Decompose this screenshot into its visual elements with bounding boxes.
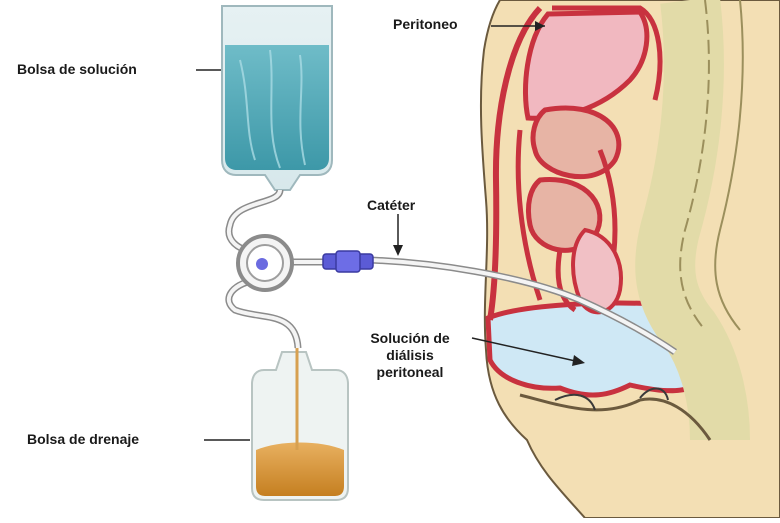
label-dialysis-solution-line1: Solución de xyxy=(355,330,465,347)
label-catheter: Catéter xyxy=(367,197,415,214)
drain-fluid xyxy=(256,443,344,497)
label-dialysis-solution: Solución de diálisis peritoneal xyxy=(355,330,465,381)
label-dialysis-solution-line3: peritoneal xyxy=(355,364,465,381)
valve-connector xyxy=(238,236,292,290)
label-solution-bag: Bolsa de solución xyxy=(17,61,137,78)
solution-bag xyxy=(222,6,332,190)
catheter-connector xyxy=(323,251,373,272)
body-section xyxy=(481,0,780,518)
drain-bag xyxy=(252,348,348,500)
label-dialysis-solution-line2: diálisis xyxy=(355,347,465,364)
label-peritoneum: Peritoneo xyxy=(393,16,458,33)
label-drain-bag: Bolsa de drenaje xyxy=(27,431,139,448)
